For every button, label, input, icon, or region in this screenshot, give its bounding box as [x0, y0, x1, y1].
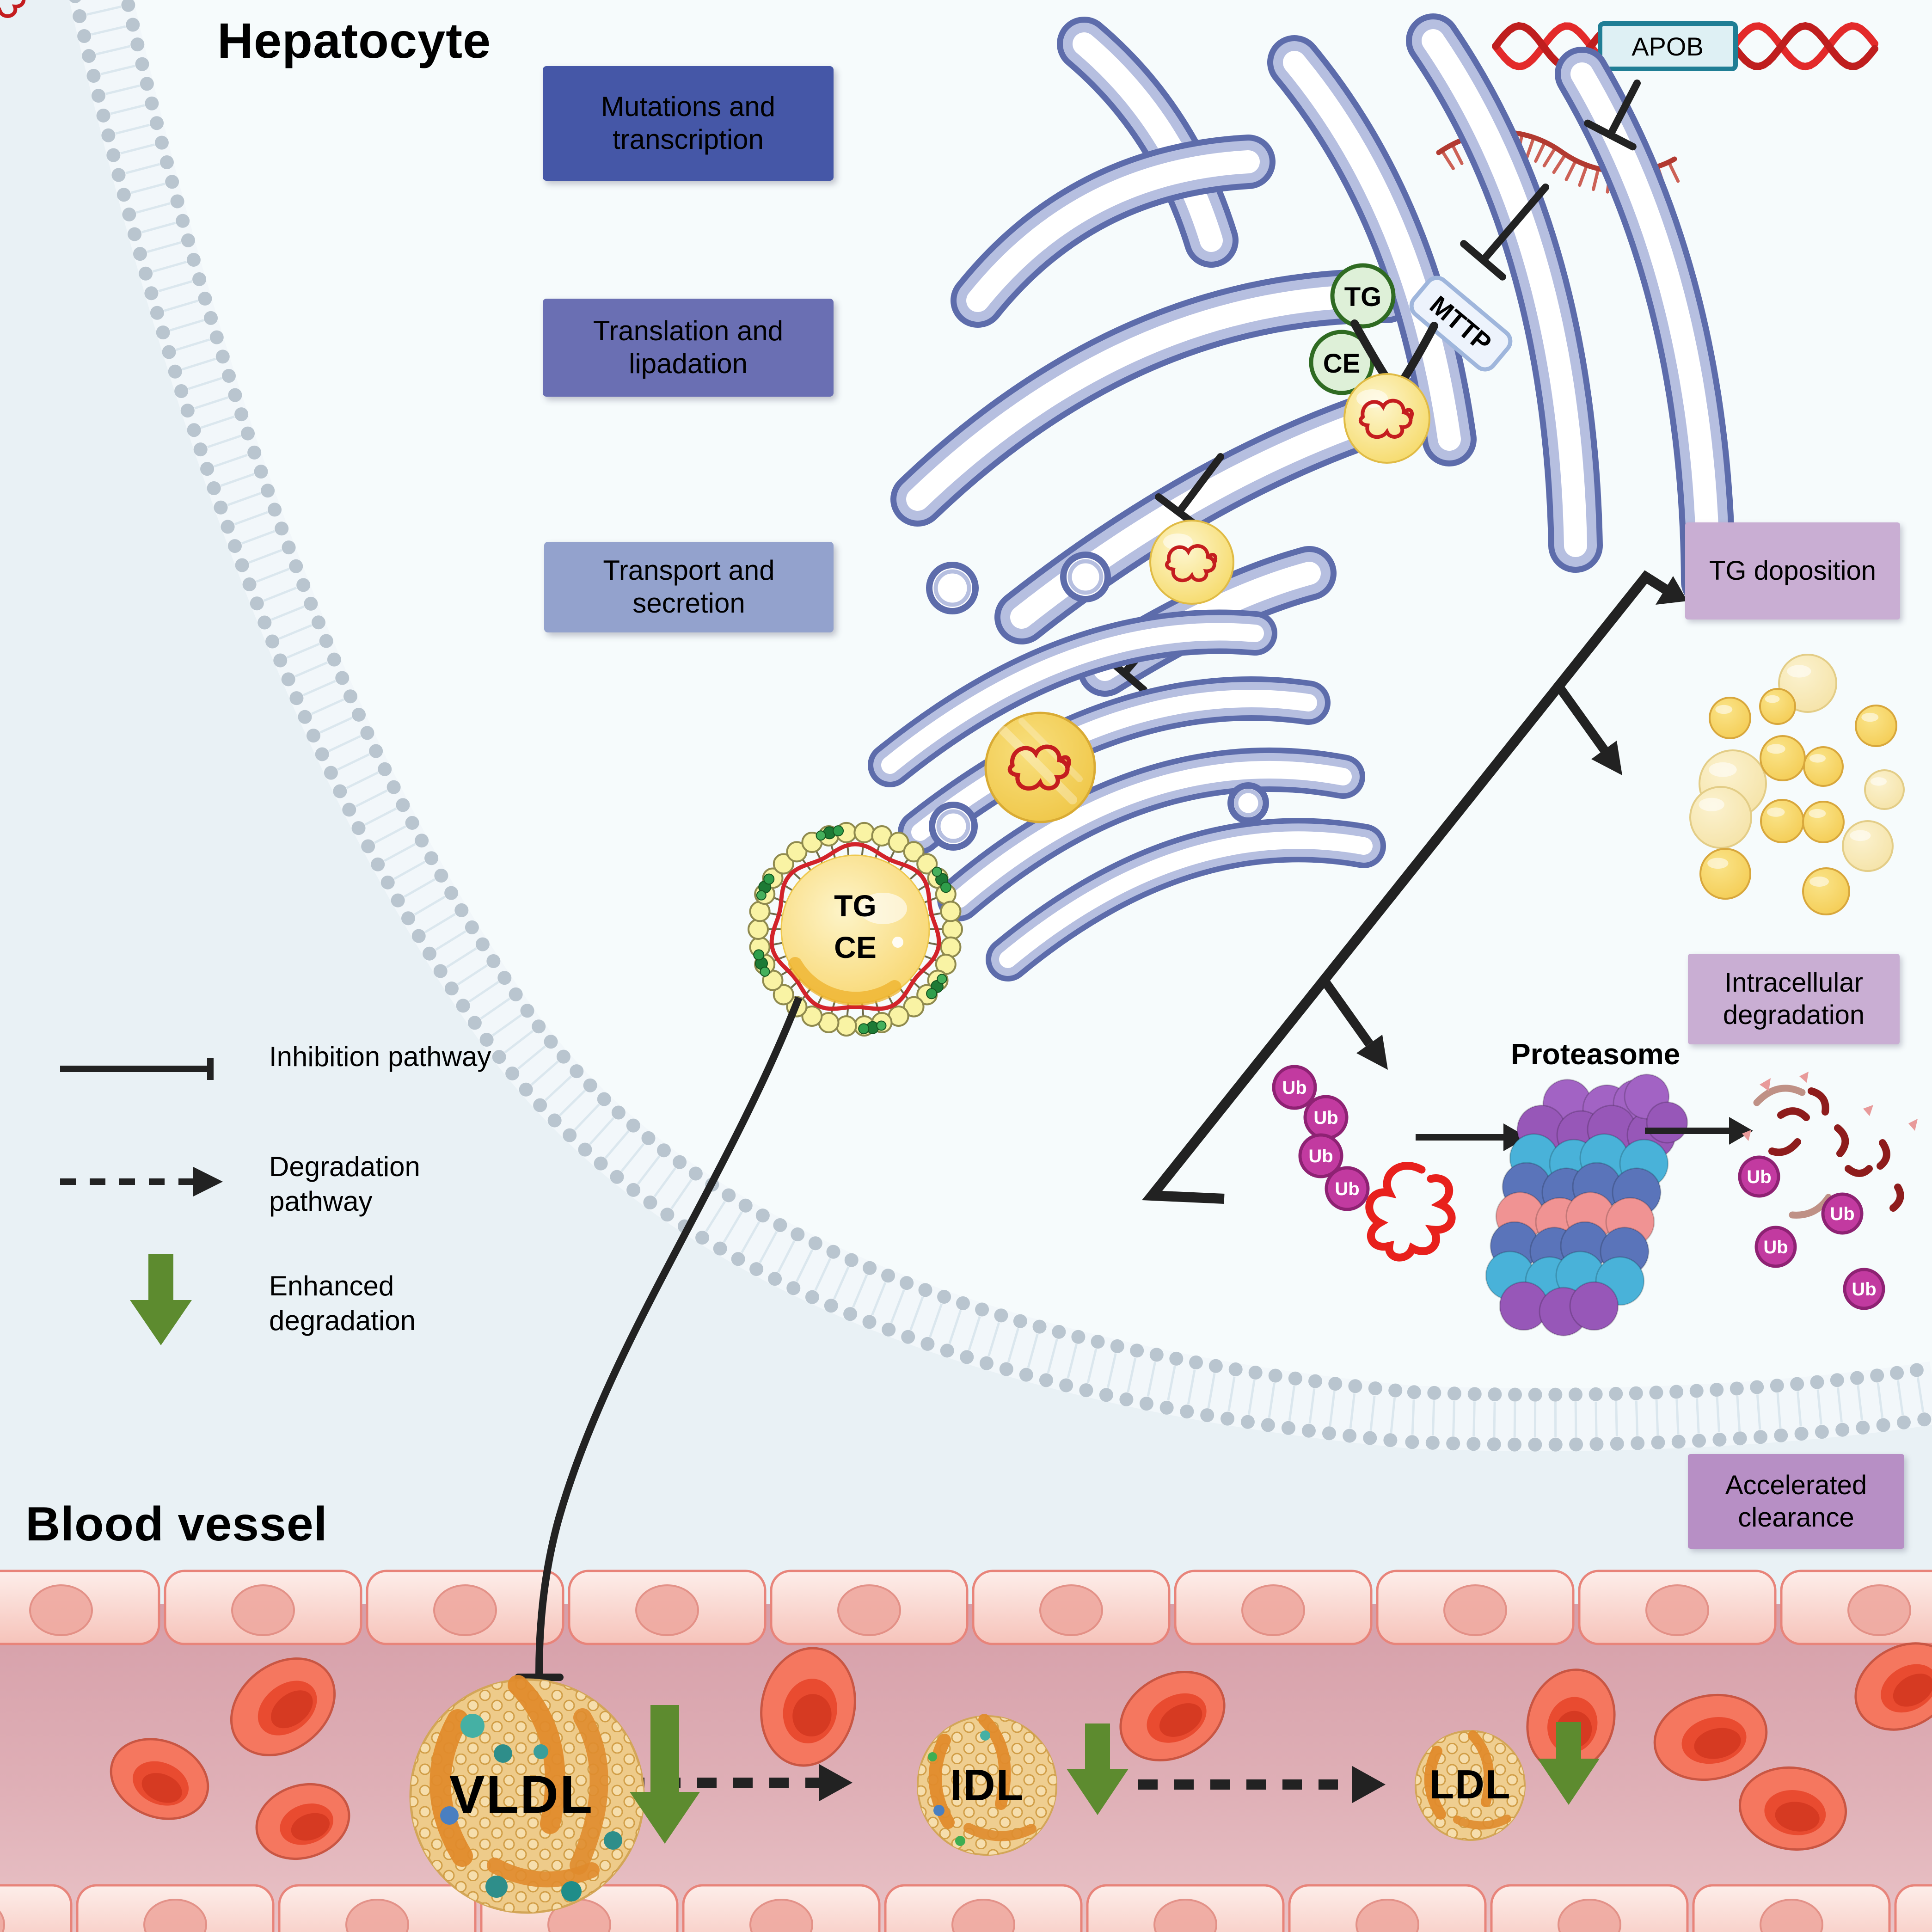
enhanced-degradation-arrows — [130, 1254, 1600, 1844]
vldl-particle: VLDL — [409, 1675, 645, 1914]
page-title: Hepatocyte — [217, 12, 491, 68]
ldl-label: LDL — [1429, 1761, 1511, 1807]
legend-degradation-icon — [60, 1167, 223, 1196]
golgi-apparatus — [868, 552, 1386, 981]
box-intracellular-degradation: Intracellular degradation — [1688, 954, 1900, 1044]
mttp-protein: MTTP — [1409, 276, 1513, 372]
ubiquitin-text: Ub — [1830, 1204, 1854, 1224]
ubiquitin: Ub — [1738, 1155, 1780, 1198]
tg-text: TG — [1344, 282, 1382, 312]
idl-label: IDL — [950, 1760, 1024, 1810]
degraded-protein-fragments — [1742, 1072, 1918, 1219]
membrane-lipid-heads — [69, 0, 1932, 1452]
red-blood-cell — [255, 1783, 350, 1860]
box-transport-secretion-label: Transport and secretion — [603, 555, 775, 619]
arrow-to-tg-deposition — [1656, 576, 1687, 605]
box-intracellular-degradation-label: Intracellular degradation — [1723, 968, 1865, 1030]
ubiquitin: Ub — [1298, 1133, 1343, 1178]
green-down-arrow — [630, 1705, 700, 1844]
vldl-to-idl-arrow — [625, 1764, 853, 1801]
ldl-particle: LDL — [1415, 1730, 1526, 1841]
legend-degradation-label: Degradation pathway — [269, 1151, 420, 1217]
box-mutations-transcription-label: Mutations and transcription — [601, 91, 775, 155]
red-blood-cell — [1854, 1642, 1932, 1731]
legend-enhanced-label: Enhanced degradation — [269, 1270, 416, 1336]
ubiquitin-text: Ub — [1308, 1146, 1333, 1166]
endothelium-cells — [0, 1570, 1932, 1932]
secretion-inhibition-curve — [515, 996, 803, 1681]
box-tg-doposition: TG doposition — [1685, 522, 1900, 619]
ubiquitin-text: Ub — [1763, 1237, 1788, 1257]
idl-particle: IDL — [917, 1714, 1057, 1856]
ubiquitin: Ub — [1754, 1226, 1797, 1268]
ubiquitin: Ub — [1272, 1065, 1317, 1110]
ce-text: CE — [1323, 349, 1361, 379]
red-blood-cell — [110, 1738, 209, 1820]
cell-membrane-band — [69, 0, 1932, 1451]
ubiquitin: Ub — [1325, 1166, 1370, 1211]
green-down-arrow — [130, 1254, 192, 1345]
red-blood-cell — [230, 1657, 336, 1756]
red-blood-cell — [1119, 1671, 1226, 1761]
nascent-vldl-particle: TG CE — [748, 822, 963, 1037]
box-accelerated-clearance: Accelerated clearance — [1688, 1454, 1904, 1549]
apob-protein-squiggle — [0, 0, 26, 18]
apob-gene-text: APOB — [1631, 32, 1704, 61]
apob-gene-label: APOB — [1598, 21, 1738, 71]
red-blood-cell — [760, 1647, 856, 1767]
green-down-arrow — [1538, 1722, 1600, 1805]
golgi-vesicle-apob — [984, 711, 1096, 823]
particle-ce-text: CE — [834, 930, 877, 964]
ubiquitinated-apob-protein — [1365, 1162, 1456, 1262]
red-blood-cells — [110, 1642, 1932, 1860]
tg-ce-lipids: TG CE — [1309, 263, 1396, 395]
transport-vesicle-apob — [1149, 520, 1234, 605]
box-translation-lipadation-label: Translation and lipadation — [593, 315, 784, 379]
tg-circle — [1330, 263, 1396, 329]
ubiquitin: Ub — [1303, 1095, 1349, 1140]
ubiquitin-text: Ub — [1335, 1179, 1359, 1199]
lipid-droplets — [1689, 654, 1905, 915]
ubiquitin-text: Ub — [1747, 1167, 1771, 1187]
arrow-to-droplets — [1591, 741, 1622, 775]
box-accelerated-clearance-label: Accelerated clearance — [1725, 1470, 1867, 1533]
proteasome-out-arrow — [1645, 1117, 1753, 1145]
ubiquitin-text: Ub — [1852, 1279, 1876, 1300]
box-tg-doposition-label: TG doposition — [1709, 556, 1877, 586]
particle-tg-text: TG — [834, 889, 877, 923]
legend-inhibition-icon — [60, 1058, 214, 1080]
idl-to-ldl-arrow — [1138, 1766, 1386, 1803]
legend-inhibition-label: Inhibition pathway — [269, 1041, 491, 1072]
red-blood-cell — [1653, 1693, 1768, 1781]
fate-bracket — [1141, 570, 1687, 1204]
vldl-label: VLDL — [449, 1765, 594, 1824]
ubiquitin-text: Ub — [1313, 1108, 1338, 1128]
proteasome-label: Proteasome — [1511, 1037, 1680, 1071]
box-translation-lipadation: Translation and lipadation — [543, 299, 834, 397]
ubiquitin-text: Ub — [1282, 1078, 1306, 1098]
green-down-arrow — [1067, 1723, 1129, 1815]
blood-vessel-title: Blood vessel — [25, 1497, 328, 1551]
er-vesicle-apob — [1343, 373, 1430, 464]
red-blood-cell — [1738, 1766, 1847, 1851]
box-mutations-transcription: Mutations and transcription — [543, 66, 834, 181]
ubiquitin: Ub — [1843, 1268, 1885, 1310]
proteasome-in-arrow — [1416, 1123, 1527, 1151]
box-transport-secretion: Transport and secretion — [544, 542, 834, 632]
ubiquitin: Ub — [1821, 1192, 1864, 1235]
arrow-to-degradation — [1356, 1035, 1388, 1070]
